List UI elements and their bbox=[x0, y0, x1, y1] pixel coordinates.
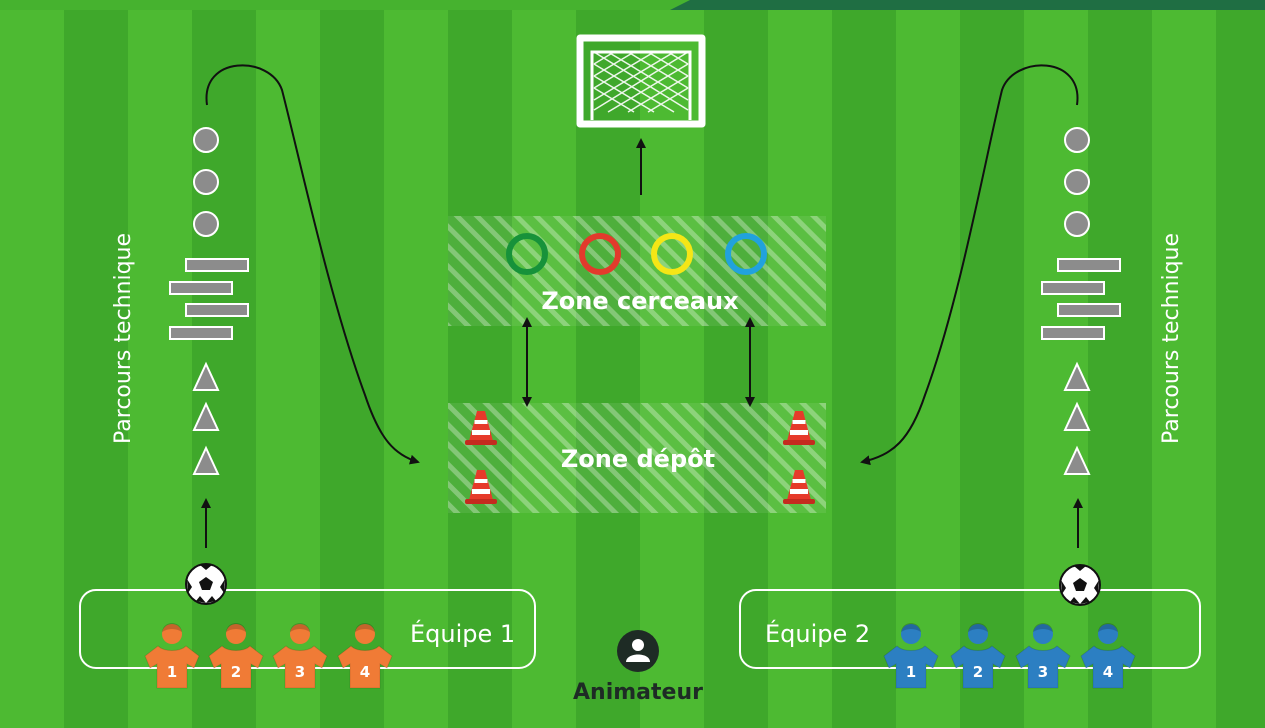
right-course-label: Parcours technique bbox=[1159, 233, 1184, 444]
hurdle-bar-icon bbox=[186, 259, 248, 271]
disc-marker-icon bbox=[1065, 128, 1089, 152]
pitch-stripe bbox=[1088, 10, 1152, 728]
pitch-stripe bbox=[512, 10, 576, 728]
player-number: 3 bbox=[295, 663, 305, 681]
team2-label: Équipe 2 bbox=[765, 619, 870, 648]
pitch-stripe bbox=[128, 10, 192, 728]
disc-marker-icon bbox=[1065, 212, 1089, 236]
hurdle-bar-icon bbox=[1042, 282, 1104, 294]
soccer-ball-icon bbox=[186, 564, 226, 604]
pitch-stripe bbox=[640, 10, 704, 728]
pitch-stripe bbox=[896, 10, 960, 728]
hurdle-bar-icon bbox=[186, 304, 248, 316]
left-course-label: Parcours technique bbox=[111, 233, 136, 444]
zone-hoops-label: Zone cerceaux bbox=[541, 287, 739, 315]
hurdle-bar-icon bbox=[1058, 304, 1120, 316]
player-number: 3 bbox=[1038, 663, 1048, 681]
player-number: 2 bbox=[231, 663, 241, 681]
pitch-stripe bbox=[576, 10, 640, 728]
player-number: 4 bbox=[1103, 663, 1113, 681]
player-number: 2 bbox=[973, 663, 983, 681]
hurdle-bar-icon bbox=[170, 282, 232, 294]
disc-marker-icon bbox=[194, 170, 218, 194]
soccer-ball-icon bbox=[1060, 565, 1100, 605]
hurdle-bar-icon bbox=[170, 327, 232, 339]
pitch-stripe bbox=[0, 10, 64, 728]
pitch-stripe bbox=[960, 10, 1024, 728]
hurdle-bar-icon bbox=[1058, 259, 1120, 271]
pitch-stripe bbox=[320, 10, 384, 728]
hurdle-bar-icon bbox=[1042, 327, 1104, 339]
animator-label: Animateur bbox=[573, 680, 703, 705]
team1-label: Équipe 1 bbox=[410, 619, 515, 648]
pitch-stripe bbox=[704, 10, 768, 728]
player-number: 1 bbox=[167, 663, 177, 681]
pitch-stripe bbox=[192, 10, 256, 728]
zone-drop-label: Zone dépôt bbox=[561, 445, 715, 473]
top-bar bbox=[670, 0, 1265, 10]
disc-marker-icon bbox=[194, 128, 218, 152]
player-number: 1 bbox=[906, 663, 916, 681]
player-number: 4 bbox=[360, 663, 370, 681]
disc-marker-icon bbox=[194, 212, 218, 236]
animator-icon bbox=[617, 630, 659, 672]
pitch-stripe bbox=[1216, 10, 1265, 728]
disc-marker-icon bbox=[1065, 170, 1089, 194]
